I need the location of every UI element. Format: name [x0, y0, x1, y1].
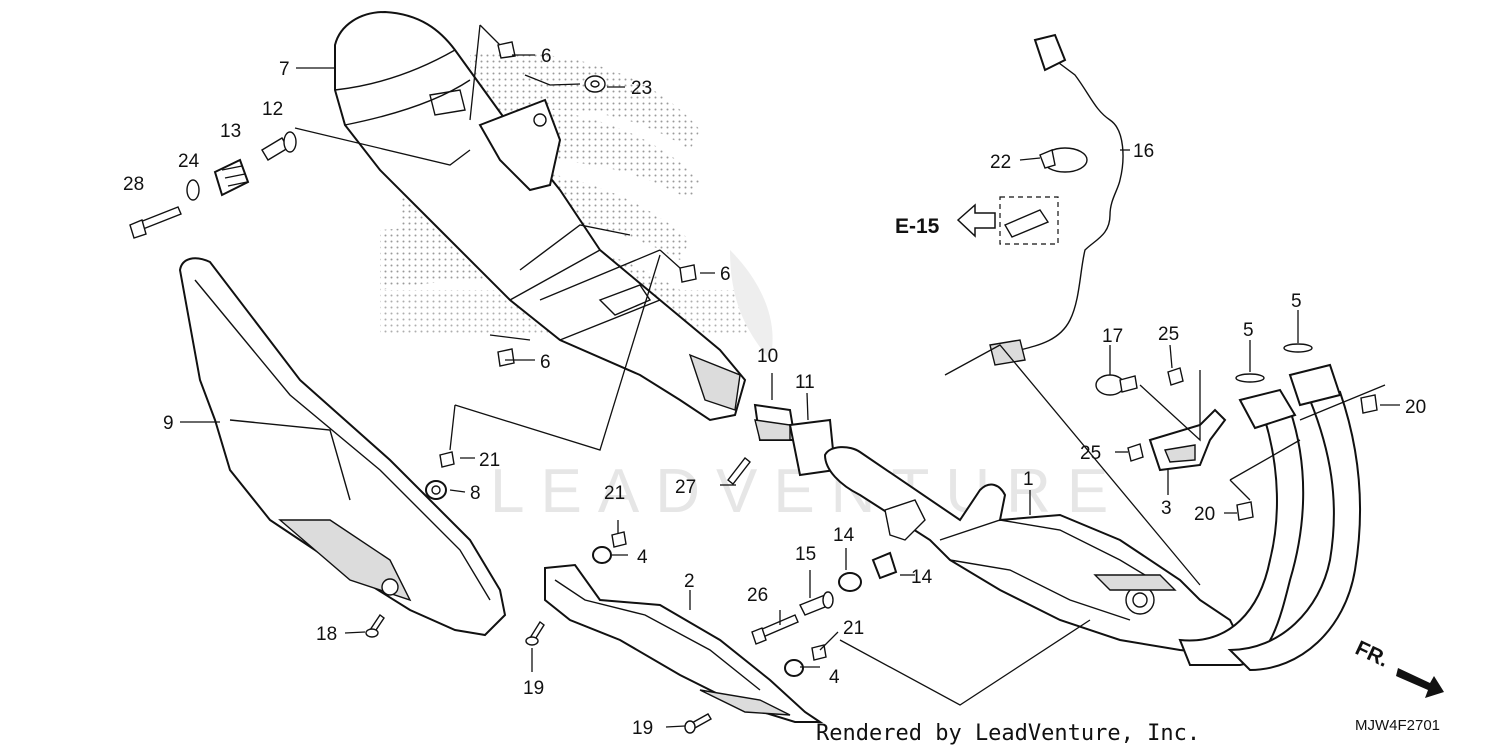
- callout-22[interactable]: 22: [990, 152, 1011, 173]
- diagram-code: MJW4F2701: [1355, 717, 1440, 734]
- callout-7[interactable]: 7: [279, 59, 290, 80]
- washer-part-24[interactable]: [186, 179, 200, 201]
- callout-1[interactable]: 1: [1023, 469, 1034, 490]
- callout-5b[interactable]: 5: [1291, 291, 1302, 312]
- gasket-part-5a[interactable]: [1235, 373, 1265, 383]
- callout-5a[interactable]: 5: [1243, 320, 1254, 341]
- nut-part-20b[interactable]: [1236, 501, 1254, 521]
- screw-part-19a[interactable]: [525, 620, 545, 646]
- bracket-part-3[interactable]: [1148, 408, 1227, 472]
- callout-24[interactable]: 24: [178, 151, 200, 172]
- callout-26[interactable]: 26: [747, 585, 768, 606]
- callout-28[interactable]: 28: [123, 174, 144, 195]
- callout-8[interactable]: 8: [470, 483, 481, 504]
- grommet-part-4b[interactable]: [784, 659, 804, 677]
- callout-19b[interactable]: 19: [632, 718, 653, 739]
- gasket-part-10[interactable]: [753, 403, 797, 441]
- nut-part-20a[interactable]: [1360, 394, 1378, 414]
- reference-detail-box: [999, 196, 1059, 245]
- sensor-wire-part-16[interactable]: [989, 33, 1124, 366]
- bolt-part-27[interactable]: [727, 457, 751, 485]
- callout-14b[interactable]: 14: [911, 567, 933, 588]
- collar-part-15[interactable]: [799, 591, 834, 616]
- damper-part-13[interactable]: [213, 158, 250, 197]
- pipe-cover-part-2[interactable]: [544, 563, 824, 723]
- nut-part-21b[interactable]: [611, 531, 627, 548]
- callout-19a[interactable]: 19: [523, 678, 544, 699]
- callout-21c[interactable]: 21: [843, 618, 864, 639]
- exhaust-pipe-part-1[interactable]: [823, 446, 1242, 657]
- callout-4b[interactable]: 4: [829, 667, 840, 688]
- bolt-part-25b[interactable]: [1127, 443, 1144, 462]
- rubber-part-6a[interactable]: [497, 41, 516, 59]
- callout-6c[interactable]: 6: [540, 352, 551, 373]
- callout-15[interactable]: 15: [795, 544, 816, 565]
- nut-part-21c[interactable]: [811, 644, 827, 661]
- rubber-part-6b[interactable]: [679, 264, 697, 283]
- screw-part-18[interactable]: [365, 613, 385, 638]
- callout-2[interactable]: 2: [684, 571, 695, 592]
- rubber-part-14b[interactable]: [871, 551, 898, 580]
- nut-part-21a[interactable]: [439, 451, 455, 468]
- reference-label[interactable]: E-15: [895, 215, 940, 238]
- callout-10[interactable]: 10: [757, 346, 778, 367]
- callout-9[interactable]: 9: [163, 413, 174, 434]
- callout-16[interactable]: 16: [1133, 141, 1154, 162]
- clip-part-17[interactable]: [1095, 374, 1138, 396]
- callout-6a[interactable]: 6: [541, 46, 552, 67]
- front-direction-label: FR.: [1352, 637, 1392, 672]
- callout-20a[interactable]: 20: [1405, 397, 1426, 418]
- grommet-part-4a[interactable]: [592, 546, 612, 564]
- wire-clamp-part-22[interactable]: [1039, 147, 1088, 173]
- footer-credit: Rendered by LeadVenture, Inc.: [816, 721, 1200, 746]
- muffler-cover-part-9[interactable]: [178, 257, 507, 637]
- callout-6b[interactable]: 6: [720, 264, 731, 285]
- front-direction-arrow: [1396, 668, 1444, 698]
- callout-12[interactable]: 12: [262, 99, 283, 120]
- callout-18[interactable]: 18: [316, 624, 337, 645]
- callout-11[interactable]: 11: [795, 372, 815, 393]
- collar-part-12[interactable]: [261, 131, 297, 161]
- bolt-part-26[interactable]: [751, 614, 799, 645]
- muffler-part-7[interactable]: [334, 10, 747, 422]
- rubber-part-6c[interactable]: [497, 348, 515, 367]
- callout-27[interactable]: 27: [675, 477, 696, 498]
- callout-25a[interactable]: 25: [1158, 324, 1179, 345]
- callout-21b[interactable]: 21: [604, 483, 625, 504]
- callout-20b[interactable]: 20: [1194, 504, 1215, 525]
- bolt-part-25a[interactable]: [1167, 367, 1184, 386]
- callout-13[interactable]: 13: [220, 121, 241, 142]
- muffler-bracket[interactable]: [478, 98, 562, 192]
- screw-part-19b[interactable]: [684, 713, 712, 734]
- bolt-part-28[interactable]: [129, 206, 182, 239]
- callout-4a[interactable]: 4: [637, 547, 648, 568]
- callout-17[interactable]: 17: [1102, 326, 1123, 347]
- reference-arrow: [956, 203, 996, 238]
- header-pipes[interactable]: [1178, 363, 1361, 672]
- gasket-part-5b[interactable]: [1283, 343, 1313, 353]
- grommet-part-8[interactable]: [425, 480, 447, 500]
- nut-part-23[interactable]: [584, 75, 606, 93]
- callout-21a[interactable]: 21: [479, 450, 500, 471]
- leader-lines: [180, 24, 1400, 728]
- callout-23[interactable]: 23: [631, 78, 652, 99]
- callout-3[interactable]: 3: [1161, 498, 1172, 519]
- rubber-part-14a[interactable]: [838, 572, 862, 592]
- callout-25b[interactable]: 25: [1080, 443, 1101, 464]
- callout-14a[interactable]: 14: [833, 525, 855, 546]
